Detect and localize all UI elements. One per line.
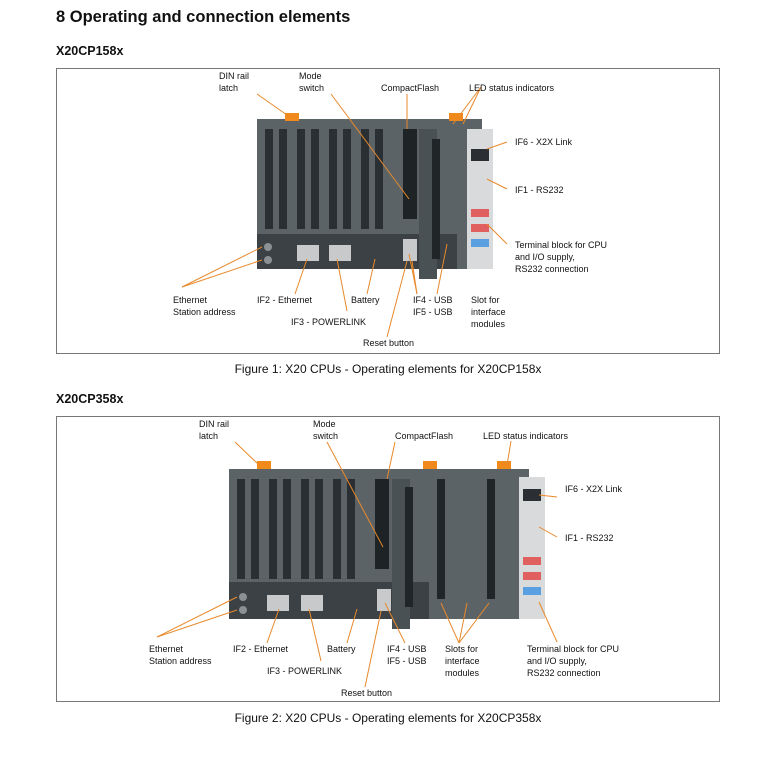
label-led-status: LED status indicators bbox=[483, 431, 569, 441]
label-mode-switch: Mode switch bbox=[313, 419, 339, 441]
label-if6: IF6 - X2X Link bbox=[515, 137, 573, 147]
figure-1: DIN rail latch Mode switch CompactFlash … bbox=[56, 68, 720, 354]
label-mode-switch: Mode switch bbox=[299, 71, 325, 93]
label-if3: IF3 - POWERLINK bbox=[267, 666, 343, 676]
label-if4-if5: IF4 - USB IF5 - USB bbox=[413, 295, 453, 317]
label-if3: IF3 - POWERLINK bbox=[291, 317, 367, 327]
label-compactflash: CompactFlash bbox=[381, 83, 440, 93]
label-slot: Slot for interface modules bbox=[471, 295, 506, 329]
figure-1-caption: Figure 1: X20 CPUs - Operating elements … bbox=[234, 362, 542, 376]
label-terminal-block: Terminal block for CPU and I/O supply, R… bbox=[515, 240, 608, 274]
page-title: 8 Operating and connection elements bbox=[56, 8, 351, 26]
label-if1: IF1 - RS232 bbox=[515, 185, 564, 195]
label-din-rail-latch: DIN rail latch bbox=[219, 71, 250, 93]
figure-1-illustration bbox=[181, 86, 508, 338]
label-led-status: LED status indicators bbox=[469, 83, 555, 93]
label-ethernet-station: Ethernet Station address bbox=[173, 295, 236, 317]
label-compactflash: CompactFlash bbox=[395, 431, 454, 441]
figure-2-heading: X20CP358x bbox=[56, 392, 124, 406]
label-ethernet-station: Ethernet Station address bbox=[149, 644, 212, 666]
label-din-rail-latch: DIN rail latch bbox=[199, 419, 230, 441]
label-if2: IF2 - Ethernet bbox=[233, 644, 289, 654]
label-if2: IF2 - Ethernet bbox=[257, 295, 313, 305]
figure-1-heading: X20CP158x bbox=[56, 44, 124, 58]
label-if1: IF1 - RS232 bbox=[565, 533, 614, 543]
label-slot: Slots for interface modules bbox=[445, 644, 480, 678]
figure-2: DIN rail latch Mode switch CompactFlash … bbox=[56, 416, 720, 702]
label-if6: IF6 - X2X Link bbox=[565, 484, 623, 494]
label-reset: Reset button bbox=[363, 338, 415, 348]
label-battery: Battery bbox=[327, 644, 356, 654]
figure-2-caption: Figure 2: X20 CPUs - Operating elements … bbox=[234, 711, 542, 725]
label-battery: Battery bbox=[351, 295, 380, 305]
label-reset: Reset button bbox=[341, 688, 393, 698]
figure-2-illustration bbox=[156, 440, 558, 688]
label-if4-if5: IF4 - USB IF5 - USB bbox=[387, 644, 427, 666]
label-terminal-block: Terminal block for CPU and I/O supply, R… bbox=[527, 644, 620, 678]
